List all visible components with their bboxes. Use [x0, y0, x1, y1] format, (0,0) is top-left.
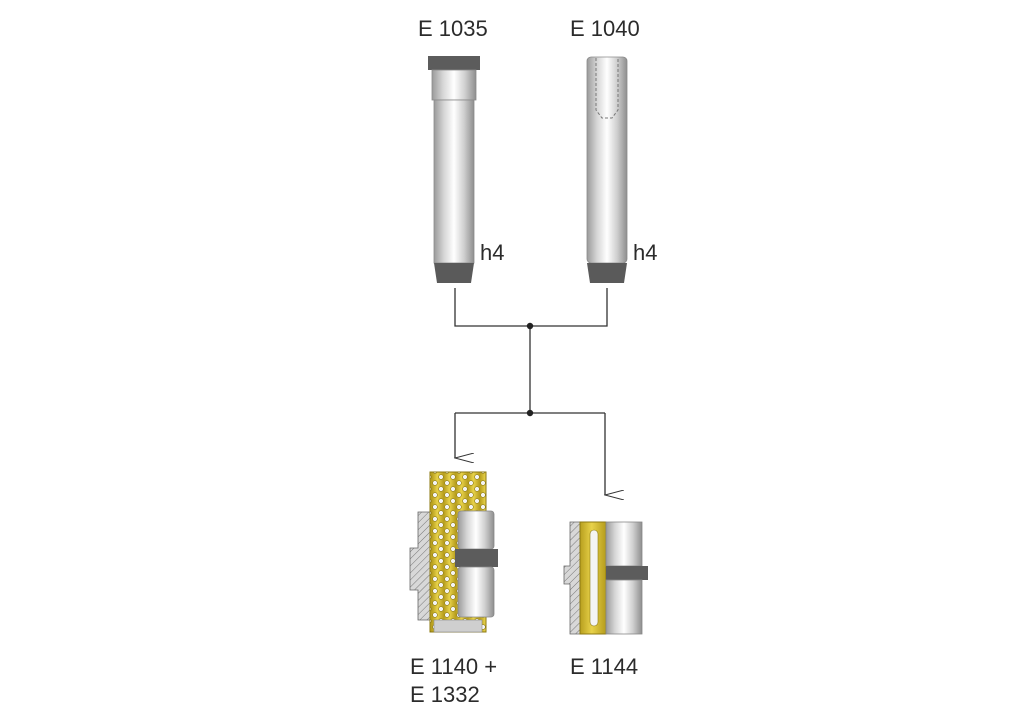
bushing-e1144	[563, 521, 648, 635]
pin-e1040	[586, 56, 628, 283]
bushing-e1144-ball-slot	[589, 529, 599, 627]
bushing-e1140-e1332	[409, 471, 498, 633]
pin-e1035-tolerance-label: h4	[480, 240, 505, 265]
pin-e1040-tolerance-label: h4	[633, 240, 658, 265]
bushing-e1144-ring	[606, 566, 648, 580]
upper-bracket-line	[454, 288, 608, 327]
bushing-e1140-base-ring	[433, 619, 483, 633]
junction-dot-bottom	[526, 409, 534, 417]
pin-e1035-head	[428, 56, 480, 70]
connector-lines	[455, 288, 607, 495]
bushing-e1144-sleeve-upper	[605, 521, 643, 567]
pin-e1040-threaded-hole	[595, 58, 619, 119]
bushing-e1144-label: E 1144	[570, 654, 639, 679]
bushing-e1140-label-line1: E 1140 +	[410, 654, 498, 679]
pin-e1040-tip	[587, 263, 627, 283]
pin-e1040-shaft	[586, 56, 628, 264]
bushing-e1140-housing-section	[409, 511, 433, 621]
bushing-e1144-housing-section	[563, 521, 581, 635]
bushing-e1144-sleeve-lower	[605, 579, 643, 635]
pin-e1040-label: E 1040	[570, 16, 640, 41]
bushing-e1140-pin-upper	[457, 510, 495, 550]
pin-e1035-shaft	[433, 99, 475, 264]
pin-e1035-tip	[434, 263, 474, 283]
bushing-e1140-pin-lower	[457, 566, 495, 618]
pin-e1035	[428, 56, 480, 283]
bushing-e1140-ring	[455, 549, 498, 567]
junction-dot-top	[526, 322, 534, 330]
pin-e1035-collar	[431, 69, 477, 101]
pin-e1035-label: E 1035	[418, 16, 488, 41]
bushing-e1140-label-line2: E 1332	[410, 682, 480, 707]
